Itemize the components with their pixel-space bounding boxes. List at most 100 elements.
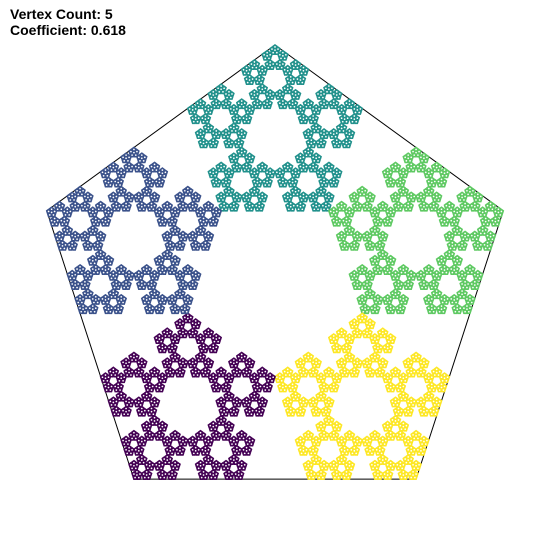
- fractal-pentagon: [367, 269, 373, 275]
- fractal-pentagon: [154, 260, 161, 266]
- fractal-pentagon: [302, 353, 309, 359]
- fractal-pentagon: [223, 459, 229, 466]
- fractal-pentagon: [323, 85, 329, 91]
- fractal-pentagon: [405, 152, 411, 158]
- fractal-pentagon: [324, 372, 330, 378]
- fractal-pentagon: [229, 128, 235, 134]
- fractal-pentagon: [143, 420, 150, 426]
- fractal-pentagon: [375, 450, 381, 456]
- fractal-pentagon: [335, 437, 342, 443]
- fractal-pentagon: [425, 372, 432, 378]
- fractal-pentagon: [393, 206, 400, 212]
- fractal-pentagon: [103, 182, 110, 188]
- fractal-pentagon: [283, 167, 289, 173]
- fractal-pentagon: [452, 308, 459, 315]
- fractal-pentagon: [170, 230, 177, 236]
- fractal-pentagon: [290, 64, 297, 70]
- fractal-pentagon: [284, 396, 291, 402]
- fractal-pentagon: [349, 245, 356, 251]
- fractal-pentagon: [460, 206, 467, 212]
- fractal-pentagon: [177, 288, 183, 294]
- fractal-pentagon: [343, 431, 350, 438]
- fractal-pentagon: [194, 335, 201, 341]
- fractal-pentagon: [195, 133, 202, 140]
- fractal-pentagon: [381, 169, 388, 175]
- fractal-pentagon: [216, 420, 223, 426]
- fractal-pentagon: [82, 200, 88, 206]
- fractal-pentagon: [324, 420, 330, 426]
- fractal-pentagon: [403, 206, 410, 212]
- fractal-pentagon: [280, 381, 286, 387]
- fractal-pentagon: [244, 206, 251, 212]
- fractal-pentagon: [94, 239, 101, 246]
- fractal-pentagon: [392, 269, 399, 275]
- fractal-pentagon: [249, 172, 256, 179]
- fractal-pentagon: [290, 396, 297, 402]
- fractal-pentagon: [405, 200, 412, 206]
- fractal-pentagon: [162, 362, 169, 369]
- fractal-pentagon: [208, 142, 215, 149]
- fractal-pentagon: [56, 200, 63, 206]
- fractal-pentagon: [295, 109, 302, 115]
- fractal-pentagon: [198, 142, 205, 149]
- fractal-pentagon: [344, 357, 351, 363]
- fractal-pentagon: [406, 372, 413, 378]
- fractal-pentagon: [259, 161, 266, 167]
- fractal-pentagon: [436, 387, 443, 393]
- fractal-pentagon: [305, 429, 312, 436]
- fractal-pentagon: [257, 88, 264, 95]
- fractal-pentagon: [169, 208, 175, 214]
- fractal-pentagon: [161, 437, 168, 443]
- fractal-pentagon: [319, 435, 325, 441]
- fractal-pentagon: [108, 197, 115, 203]
- fractal-pentagon: [221, 133, 227, 140]
- fractal-pentagon: [183, 318, 189, 324]
- fractal-pentagon: [338, 453, 345, 460]
- fractal-pentagon: [170, 308, 177, 315]
- fractal-pentagon: [343, 208, 350, 214]
- fractal-pentagon: [210, 215, 217, 221]
- fractal-pentagon: [289, 381, 296, 387]
- fractal-pentagon: [389, 417, 396, 423]
- fractal-pentagon: [356, 187, 362, 194]
- fractal-pentagon: [185, 293, 191, 300]
- fractal-pentagon: [449, 269, 456, 275]
- fractal-pentagon: [210, 372, 217, 378]
- fractal-pentagon: [405, 453, 412, 460]
- fractal-pentagon: [262, 55, 269, 61]
- fractal-pentagon: [459, 269, 465, 275]
- fractal-pentagon: [335, 202, 342, 209]
- fractal-pentagon: [305, 128, 312, 134]
- fractal-pentagon: [102, 293, 109, 300]
- fractal-pentagon: [229, 206, 235, 212]
- fractal-pentagon: [379, 327, 386, 333]
- fractal-pentagon: [305, 98, 312, 104]
- fractal-pentagon: [85, 191, 91, 197]
- fractal-pentagon: [283, 88, 289, 95]
- fractal-pentagon: [161, 232, 168, 239]
- fractal-pentagon: [210, 208, 217, 214]
- fractal-pentagon: [302, 461, 309, 468]
- fractal-pentagon: [277, 383, 283, 389]
- fractal-pentagon: [348, 320, 355, 326]
- fractal-pentagon: [246, 435, 253, 441]
- fractal-pentagon: [229, 362, 235, 369]
- fractal-pentagon: [208, 94, 215, 100]
- fractal-pentagon: [289, 374, 296, 380]
- fractal-pentagon: [476, 226, 483, 233]
- fractal-pentagon: [400, 372, 407, 378]
- fractal-pentagon: [269, 46, 275, 52]
- fractal-pentagon: [194, 130, 201, 136]
- fractal-pentagon: [300, 161, 307, 167]
- fractal-pentagon: [410, 148, 416, 154]
- fractal-pentagon: [116, 269, 123, 275]
- fractal-pentagon: [281, 85, 288, 91]
- fractal-pentagon: [226, 468, 232, 475]
- fractal-pentagon: [202, 202, 209, 209]
- fractal-pentagon: [465, 269, 471, 275]
- fractal-pentagon: [246, 152, 253, 158]
- fractal-pentagon: [302, 431, 309, 438]
- fractal-pentagon: [237, 435, 243, 441]
- fractal-pentagon: [418, 359, 424, 365]
- fractal-pentagon: [484, 239, 491, 246]
